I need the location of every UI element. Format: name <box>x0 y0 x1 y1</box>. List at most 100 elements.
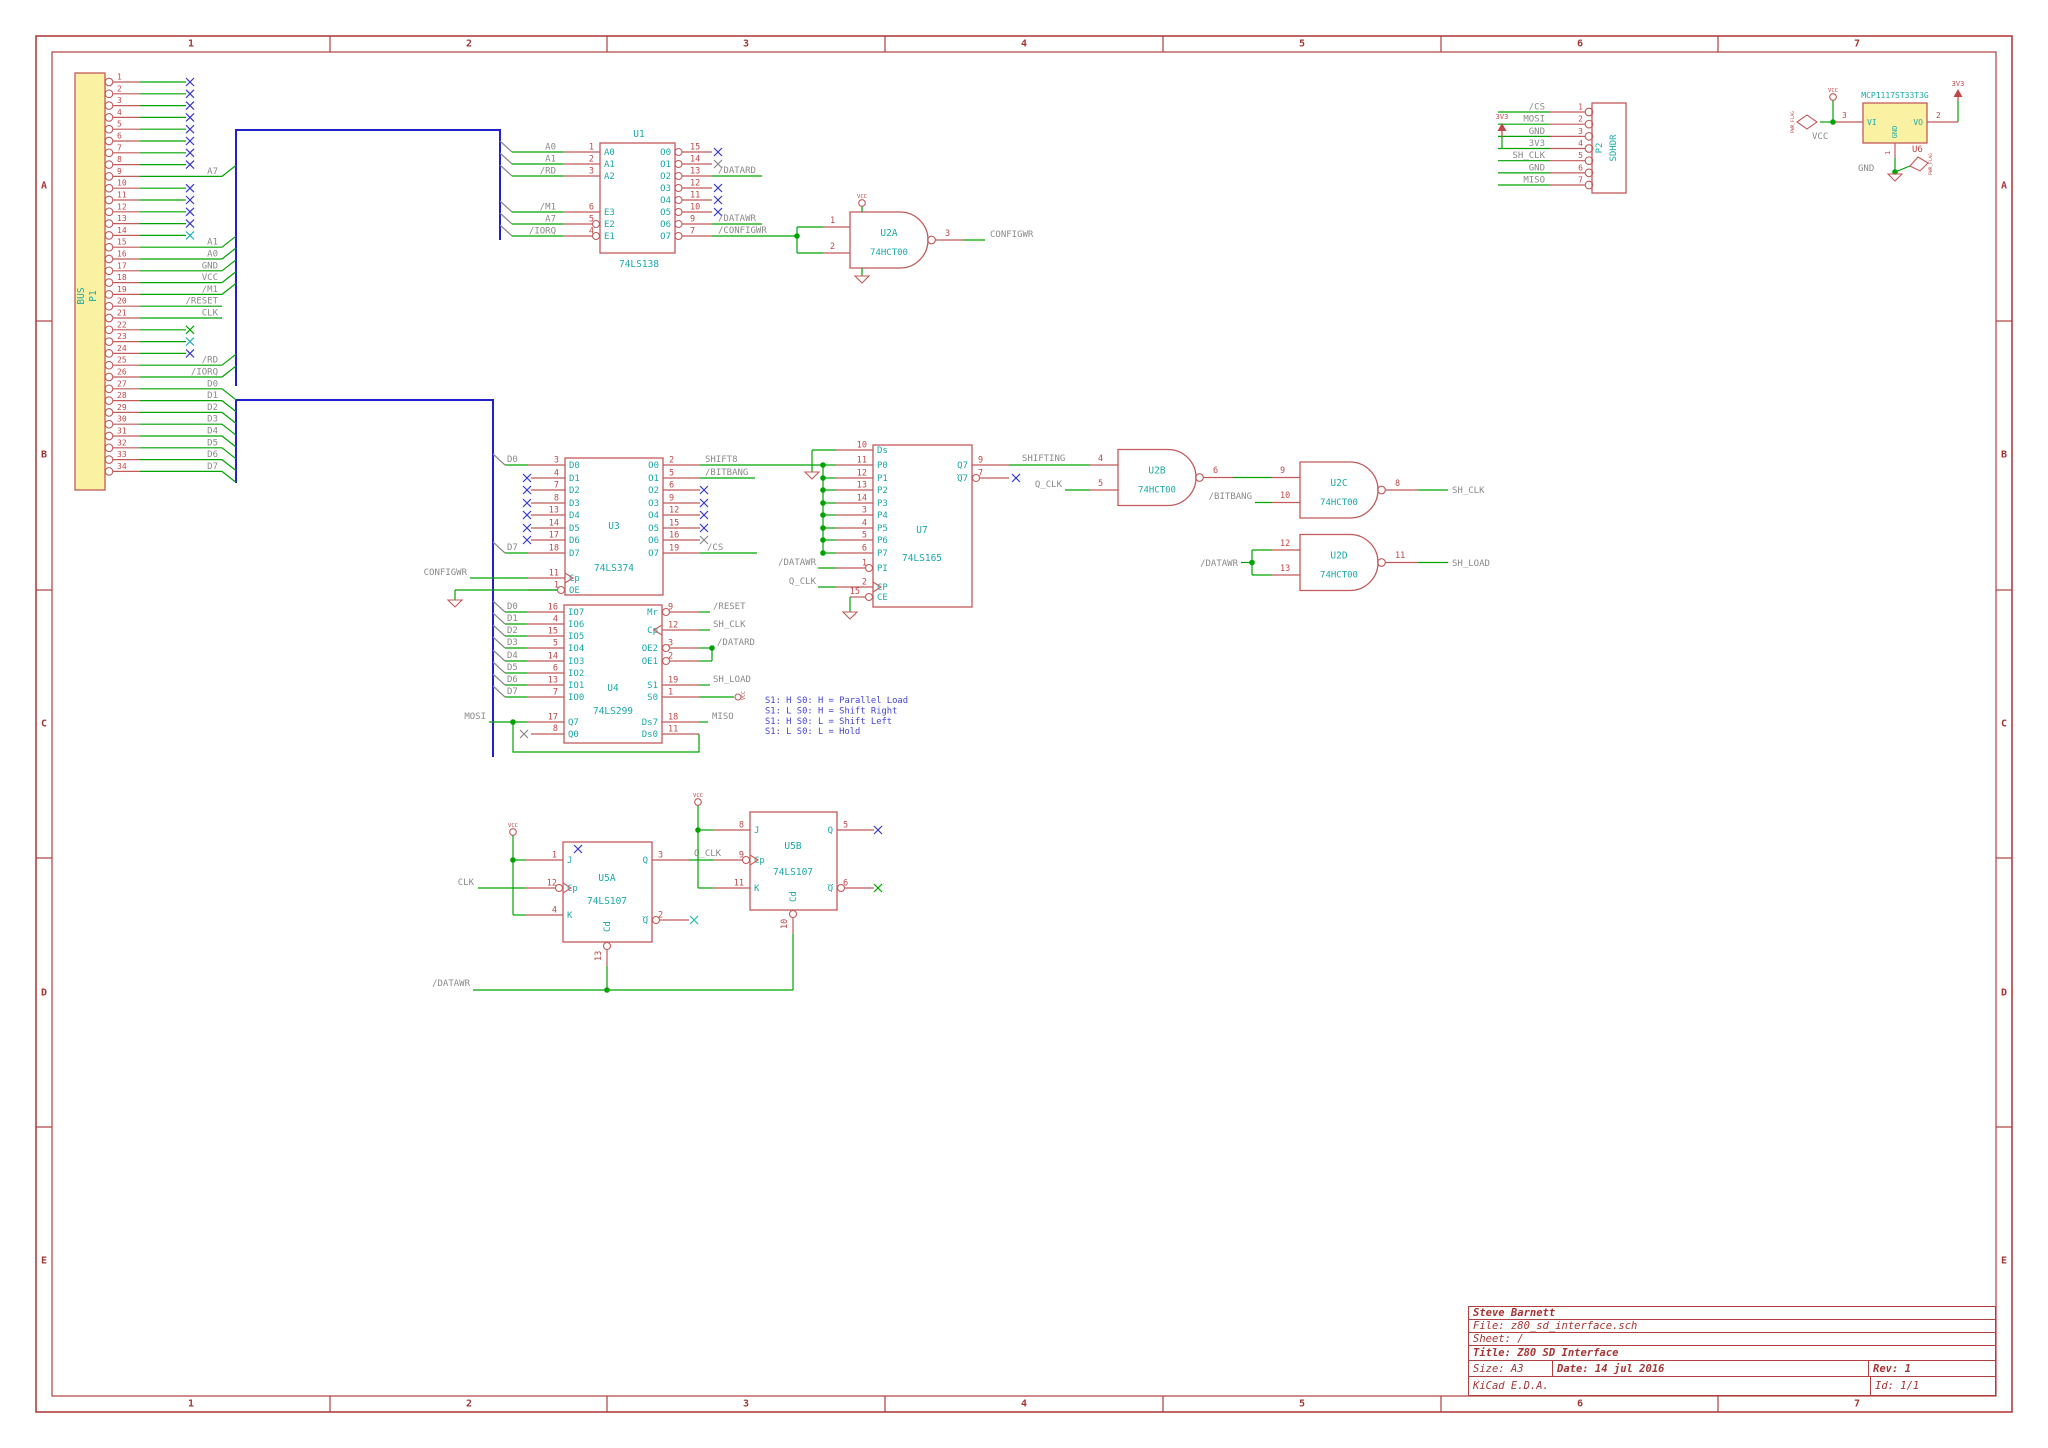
pin-number: 1 <box>552 851 557 861</box>
pin-name: D2 <box>569 486 580 496</box>
zone-label: 7 <box>1853 1398 1861 1410</box>
pin-name: Q <box>643 916 648 926</box>
note-text: S1: L S0: L = Hold <box>765 727 860 737</box>
no-connect-icon <box>713 159 723 169</box>
bus-entry <box>221 411 237 424</box>
pin-number: 18 <box>117 273 127 282</box>
pin-name: P3 <box>877 499 888 509</box>
component-ref: P1 <box>88 290 99 302</box>
zone-label: 6 <box>1576 1398 1584 1410</box>
bus-entry <box>221 235 237 248</box>
pin-circle <box>104 183 114 193</box>
bus-entry <box>492 636 506 649</box>
pin-number: 3 <box>117 96 122 105</box>
pin-number: 6 <box>669 481 674 491</box>
bus-entry <box>221 388 237 401</box>
pin-number: 31 <box>117 427 127 436</box>
bus-entry <box>221 164 237 177</box>
component-ref: U2C <box>1330 478 1347 489</box>
component-value: BUS <box>76 287 87 304</box>
pin-bubble <box>661 607 671 617</box>
pin-number: 5 <box>1098 479 1103 489</box>
bus-entry <box>492 612 506 625</box>
pin-circle <box>104 290 114 299</box>
ic-u7[interactable] <box>872 444 973 608</box>
zone-label: 3 <box>742 38 750 50</box>
net-label: /CS <box>707 543 723 553</box>
pin-number: 15 <box>669 519 679 529</box>
output-bubble <box>927 235 936 245</box>
zone-label: A <box>40 180 48 192</box>
nand-gate-U2B[interactable] <box>1117 448 1197 507</box>
ic-u3[interactable] <box>564 457 664 596</box>
vcc-symbol-icon <box>694 798 702 806</box>
pin-name: Q7 <box>957 474 968 484</box>
bus-entry <box>221 400 237 413</box>
gnd-symbol-icon <box>853 275 871 284</box>
pin-number: 7 <box>1578 176 1583 185</box>
net-label: SH_LOAD <box>713 675 751 685</box>
nand-gate-U2D[interactable] <box>1299 533 1379 592</box>
ic-u6[interactable] <box>1862 102 1928 144</box>
pin-name: Cp <box>569 574 580 584</box>
no-connect-icon <box>185 219 195 229</box>
vcc-symbol-icon <box>734 693 742 701</box>
pin-number: 2 <box>862 578 867 588</box>
pin-number: 13 <box>548 676 558 686</box>
component-value: 74HCT00 <box>870 248 908 258</box>
pin-number: 3 <box>1578 127 1583 136</box>
component-ref: U6 <box>1912 145 1923 155</box>
pin-name: Ds <box>877 446 888 456</box>
bus-entry <box>492 453 506 466</box>
title-block-title: Title: Z80 SD Interface <box>1469 1346 1995 1361</box>
pin-number: 19 <box>669 544 679 554</box>
pin-number: 2 <box>1578 115 1583 124</box>
title-block: Steve Barnett File: z80_sd_interface.sch… <box>1468 1306 1996 1396</box>
pin-number: 14 <box>857 494 867 504</box>
ic-u4[interactable] <box>563 604 663 744</box>
pin-number: 2 <box>1936 111 1941 120</box>
title-block-file: File: z80_sd_interface.sch <box>1469 1320 1995 1333</box>
bus-entry <box>221 271 237 284</box>
pin-number: 1 <box>1578 103 1583 112</box>
pin-number: 13 <box>117 214 127 223</box>
pin-circle <box>104 455 114 464</box>
connector-p2[interactable] <box>1591 102 1627 194</box>
pin-number: 5 <box>117 120 122 129</box>
no-connect-icon <box>699 485 709 495</box>
bus-entry <box>499 152 513 165</box>
pin-number: 1 <box>554 581 559 591</box>
power-3v3-icon <box>1497 123 1507 131</box>
no-connect-icon <box>573 844 583 854</box>
pin-number: 7 <box>690 227 695 237</box>
pin-name: D7 <box>569 549 580 559</box>
connector-p1[interactable] <box>74 72 106 491</box>
pin-name: O3 <box>660 184 671 194</box>
pin-name: P6 <box>877 536 888 546</box>
pin-bubble <box>674 171 683 181</box>
note-text: S1: H S0: L = Shift Left <box>765 717 892 727</box>
pin-name: CP <box>877 583 888 593</box>
no-connect-icon <box>1011 473 1021 483</box>
net-label: CLK <box>458 878 475 888</box>
pin-bubble <box>602 941 612 951</box>
no-connect-icon <box>699 498 709 508</box>
component-value: 74HCT00 <box>1138 486 1176 496</box>
bus-entry <box>221 459 237 472</box>
pin-number: 9 <box>739 851 744 861</box>
nand-gate-U2C[interactable] <box>1299 461 1379 519</box>
pin-name: J <box>567 856 572 866</box>
pin-number: 5 <box>862 531 867 541</box>
pin-number: 12 <box>668 621 678 631</box>
zone-label: B <box>2000 449 2008 461</box>
no-connect-icon <box>699 523 709 533</box>
no-connect-icon <box>522 485 532 495</box>
pin-number: 16 <box>548 603 558 613</box>
bus-entry <box>499 224 513 237</box>
nand-gate-U2A[interactable] <box>849 211 929 269</box>
no-connect-icon <box>185 160 195 170</box>
no-connect-icon <box>519 729 529 739</box>
pin-name: Cp <box>647 626 658 636</box>
component-value: MCP1117ST33T3G <box>1861 91 1929 100</box>
